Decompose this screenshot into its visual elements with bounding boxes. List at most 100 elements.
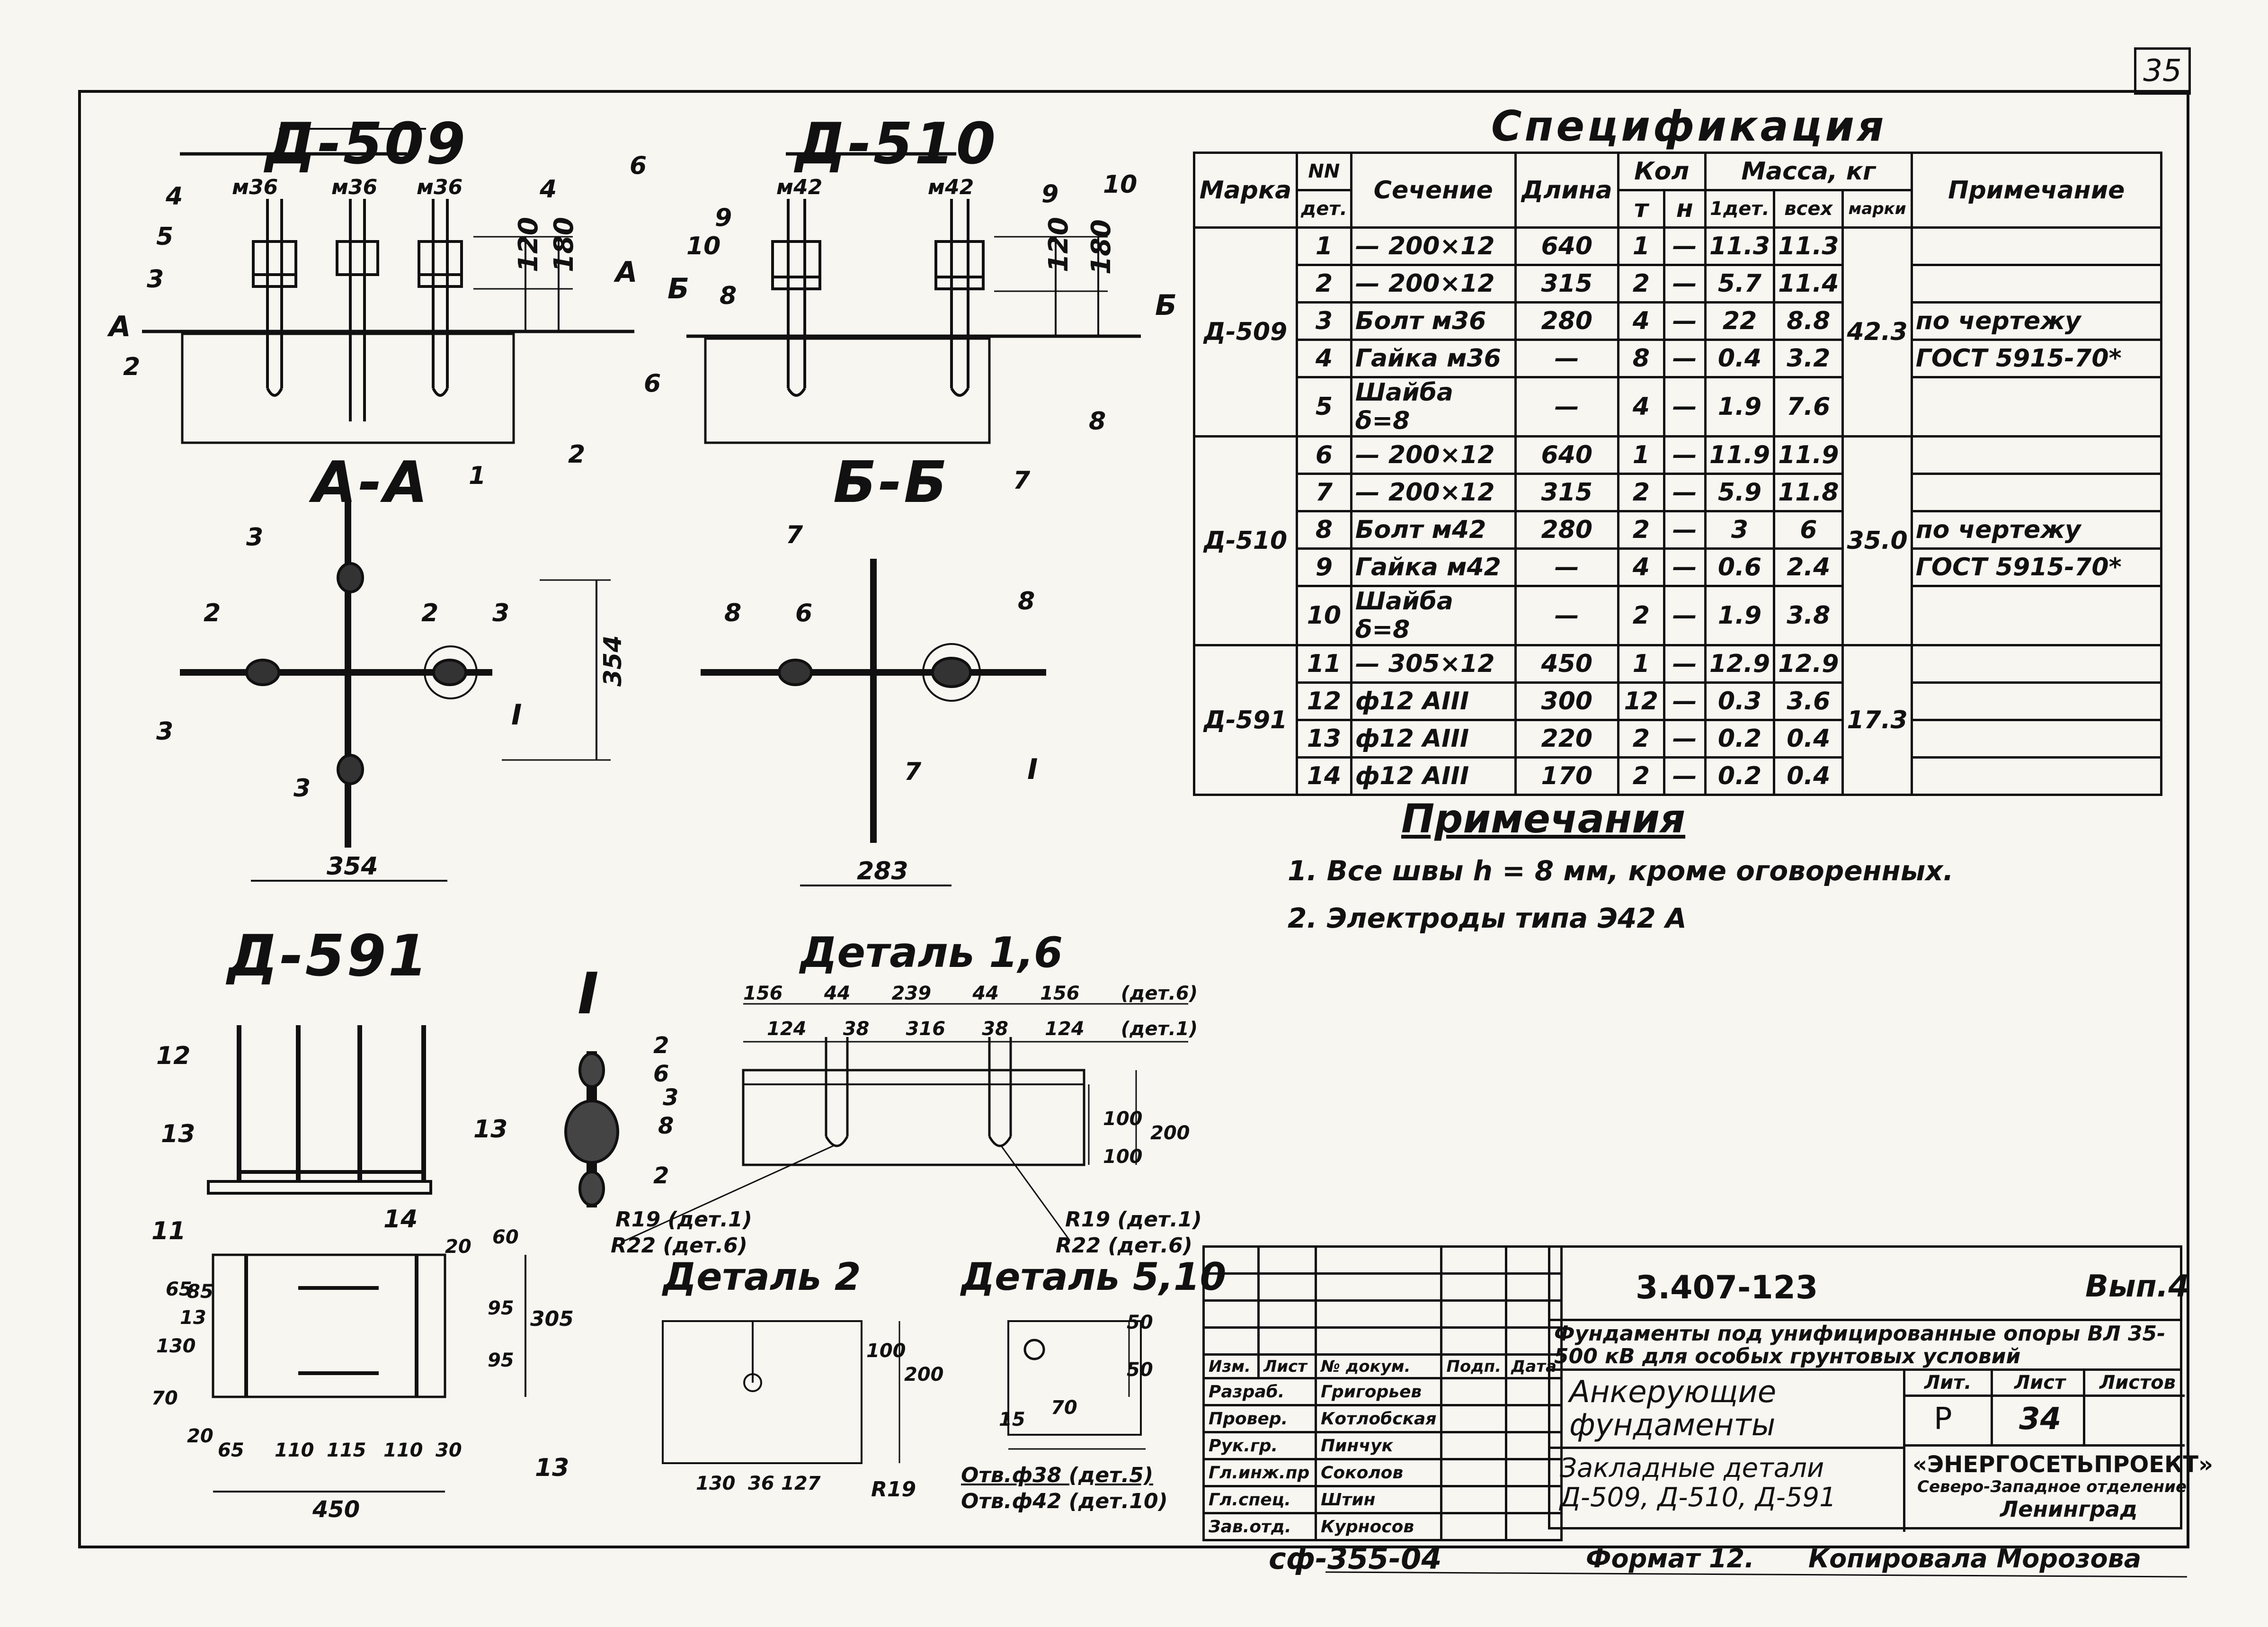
bb-callout-7b: 7 <box>904 758 922 786</box>
spec-mass-all-cell: 0.4 <box>1773 719 1844 759</box>
title-block-role-row: Рук.гр.Пинчук <box>1202 1431 1563 1460</box>
detail16-dim-100b: 100 <box>1103 1146 1143 1168</box>
title-block-role-row: Разраб.Григорьев <box>1202 1377 1563 1406</box>
spec-note-cell <box>1910 376 2162 438</box>
spec-length-cell: 300 <box>1514 681 1619 721</box>
bb-title: Б-Б <box>833 450 949 516</box>
aa-section <box>180 502 611 882</box>
spec-head-length: Длина <box>1514 152 1619 229</box>
detail-i-callout-3: 3 <box>663 1084 679 1111</box>
spec-mark-cell: Д-591 <box>1193 644 1298 796</box>
spec-length-cell: 280 <box>1514 301 1619 341</box>
d509-callout-4a: 4 <box>166 182 183 211</box>
spec-mark-cell: Д-509 <box>1193 226 1298 438</box>
tb-role: Зав.отд. <box>1202 1512 1317 1541</box>
d591-dim-305: 305 <box>530 1307 574 1331</box>
detail2-radius: R19 <box>871 1477 916 1502</box>
tb-signature <box>1440 1404 1508 1433</box>
detail2-dim-127: 127 <box>781 1473 821 1494</box>
spec-mass-one-cell: 5.9 <box>1704 473 1776 512</box>
detail510-dim-50a: 50 <box>1127 1312 1153 1333</box>
d510-callout-9b: 9 <box>1041 180 1059 208</box>
d591-dim-450: 450 <box>312 1496 360 1523</box>
spec-qty-n-cell: — <box>1663 681 1707 721</box>
detail16-r2-c3: 316 <box>906 1018 946 1040</box>
tb-sheets-label: Листов <box>2099 1372 2176 1394</box>
spec-nn-cell: 4 <box>1296 339 1352 378</box>
d591-dim-30: 30 <box>436 1439 462 1461</box>
spec-nn-cell: 7 <box>1296 473 1352 512</box>
detail-i-callout-6: 6 <box>653 1061 669 1087</box>
d591-dim-95b: 95 <box>488 1350 514 1371</box>
d509-bolt-3: м36 <box>417 175 463 199</box>
d509-callout-2b: 2 <box>568 440 586 469</box>
spec-note-cell: ГОСТ 5915-70* <box>1910 547 2162 587</box>
spec-length-cell: 315 <box>1514 473 1619 512</box>
d509-bolt-1: м36 <box>232 175 278 199</box>
tb-role: Гл.инж.пр <box>1202 1458 1317 1487</box>
d510-callout-8b: 8 <box>1089 407 1106 436</box>
tb-name: Штин <box>1314 1485 1443 1514</box>
tb-name: Пинчук <box>1314 1431 1443 1460</box>
title-block-role-row: Зав.отд.Курносов <box>1202 1512 1563 1541</box>
spec-note-cell <box>1910 585 2162 646</box>
bb-dim-283: 283 <box>857 857 908 885</box>
tb-date <box>1505 1485 1563 1514</box>
tb-issue: Вып.4 <box>2085 1269 2189 1304</box>
spec-qty-t-cell: 2 <box>1617 510 1665 550</box>
tb-doc-code: 3.407-123 <box>1636 1269 1818 1306</box>
spec-note-cell: по чертежу <box>1910 510 2162 550</box>
spec-section-cell: Гайка м42 <box>1350 547 1517 587</box>
d510-dim-180: 180 <box>1086 219 1117 275</box>
spec-length-cell: — <box>1514 376 1619 438</box>
tb-signature <box>1440 1485 1508 1514</box>
spec-qty-n-cell: — <box>1663 339 1707 378</box>
spec-section-cell: Болт м36 <box>1350 301 1517 341</box>
spec-qty-t-cell: 4 <box>1617 301 1665 341</box>
spec-qty-n-cell: — <box>1663 435 1707 475</box>
tb-role: Провер. <box>1202 1404 1317 1433</box>
spec-head-mass: Масса, кг <box>1704 152 1913 191</box>
d509-callout-5: 5 <box>156 223 174 251</box>
detail2-dim-100: 100 <box>866 1340 906 1362</box>
d509-callout-3: 3 <box>147 265 164 294</box>
spec-head-section: Сечение <box>1350 152 1517 229</box>
detail16-radius-right-1: R19 (дет.1) <box>1065 1207 1202 1232</box>
spec-length-cell: 640 <box>1514 435 1619 475</box>
detail16-r2-c1: 124 <box>767 1018 807 1040</box>
spec-mass-all-cell: 8.8 <box>1773 301 1844 341</box>
tb-description: Фундаменты под унифицированные опоры ВЛ … <box>1554 1322 2166 1368</box>
tb-date <box>1505 1458 1563 1487</box>
spec-qty-n-cell: — <box>1663 644 1707 684</box>
d510-callout-9a: 9 <box>715 204 732 232</box>
spec-qty-n-cell: — <box>1663 226 1707 266</box>
aa-title: А-А <box>312 450 430 516</box>
d509-callout-6: 6 <box>630 152 647 180</box>
spec-qty-n-cell: — <box>1663 585 1707 646</box>
d591-callout-11: 11 <box>151 1217 186 1245</box>
tb-name: Курносов <box>1314 1512 1443 1541</box>
spec-mass-one-cell: 11.3 <box>1704 226 1776 266</box>
tb-signature <box>1440 1458 1508 1487</box>
spec-nn-cell: 8 <box>1296 510 1352 550</box>
spec-mass-one-cell: 0.4 <box>1704 339 1776 378</box>
spec-mass-all-cell: 12.9 <box>1773 644 1844 684</box>
detail16-r2-c5: 124 <box>1045 1018 1085 1040</box>
title-block-role-row: Гл.спец.Штин <box>1202 1485 1563 1514</box>
spec-qty-t-cell: 1 <box>1617 435 1665 475</box>
d510-section-b-left: Б <box>667 272 689 305</box>
spec-qty-n-cell: — <box>1663 719 1707 759</box>
d509-callout-4b: 4 <box>540 175 557 204</box>
d510-callout-7: 7 <box>1013 466 1031 495</box>
spec-qty-t-cell: 8 <box>1617 339 1665 378</box>
tb-signature <box>1440 1377 1508 1406</box>
spec-mass-mark-cell: 17.3 <box>1841 644 1913 796</box>
detail16-r2-c4: 38 <box>982 1018 1008 1040</box>
spec-mass-all-cell: 11.4 <box>1773 264 1844 304</box>
spec-length-cell: — <box>1514 585 1619 646</box>
d510-bolt-1: м42 <box>776 175 823 199</box>
detail2-view <box>662 1320 900 1464</box>
